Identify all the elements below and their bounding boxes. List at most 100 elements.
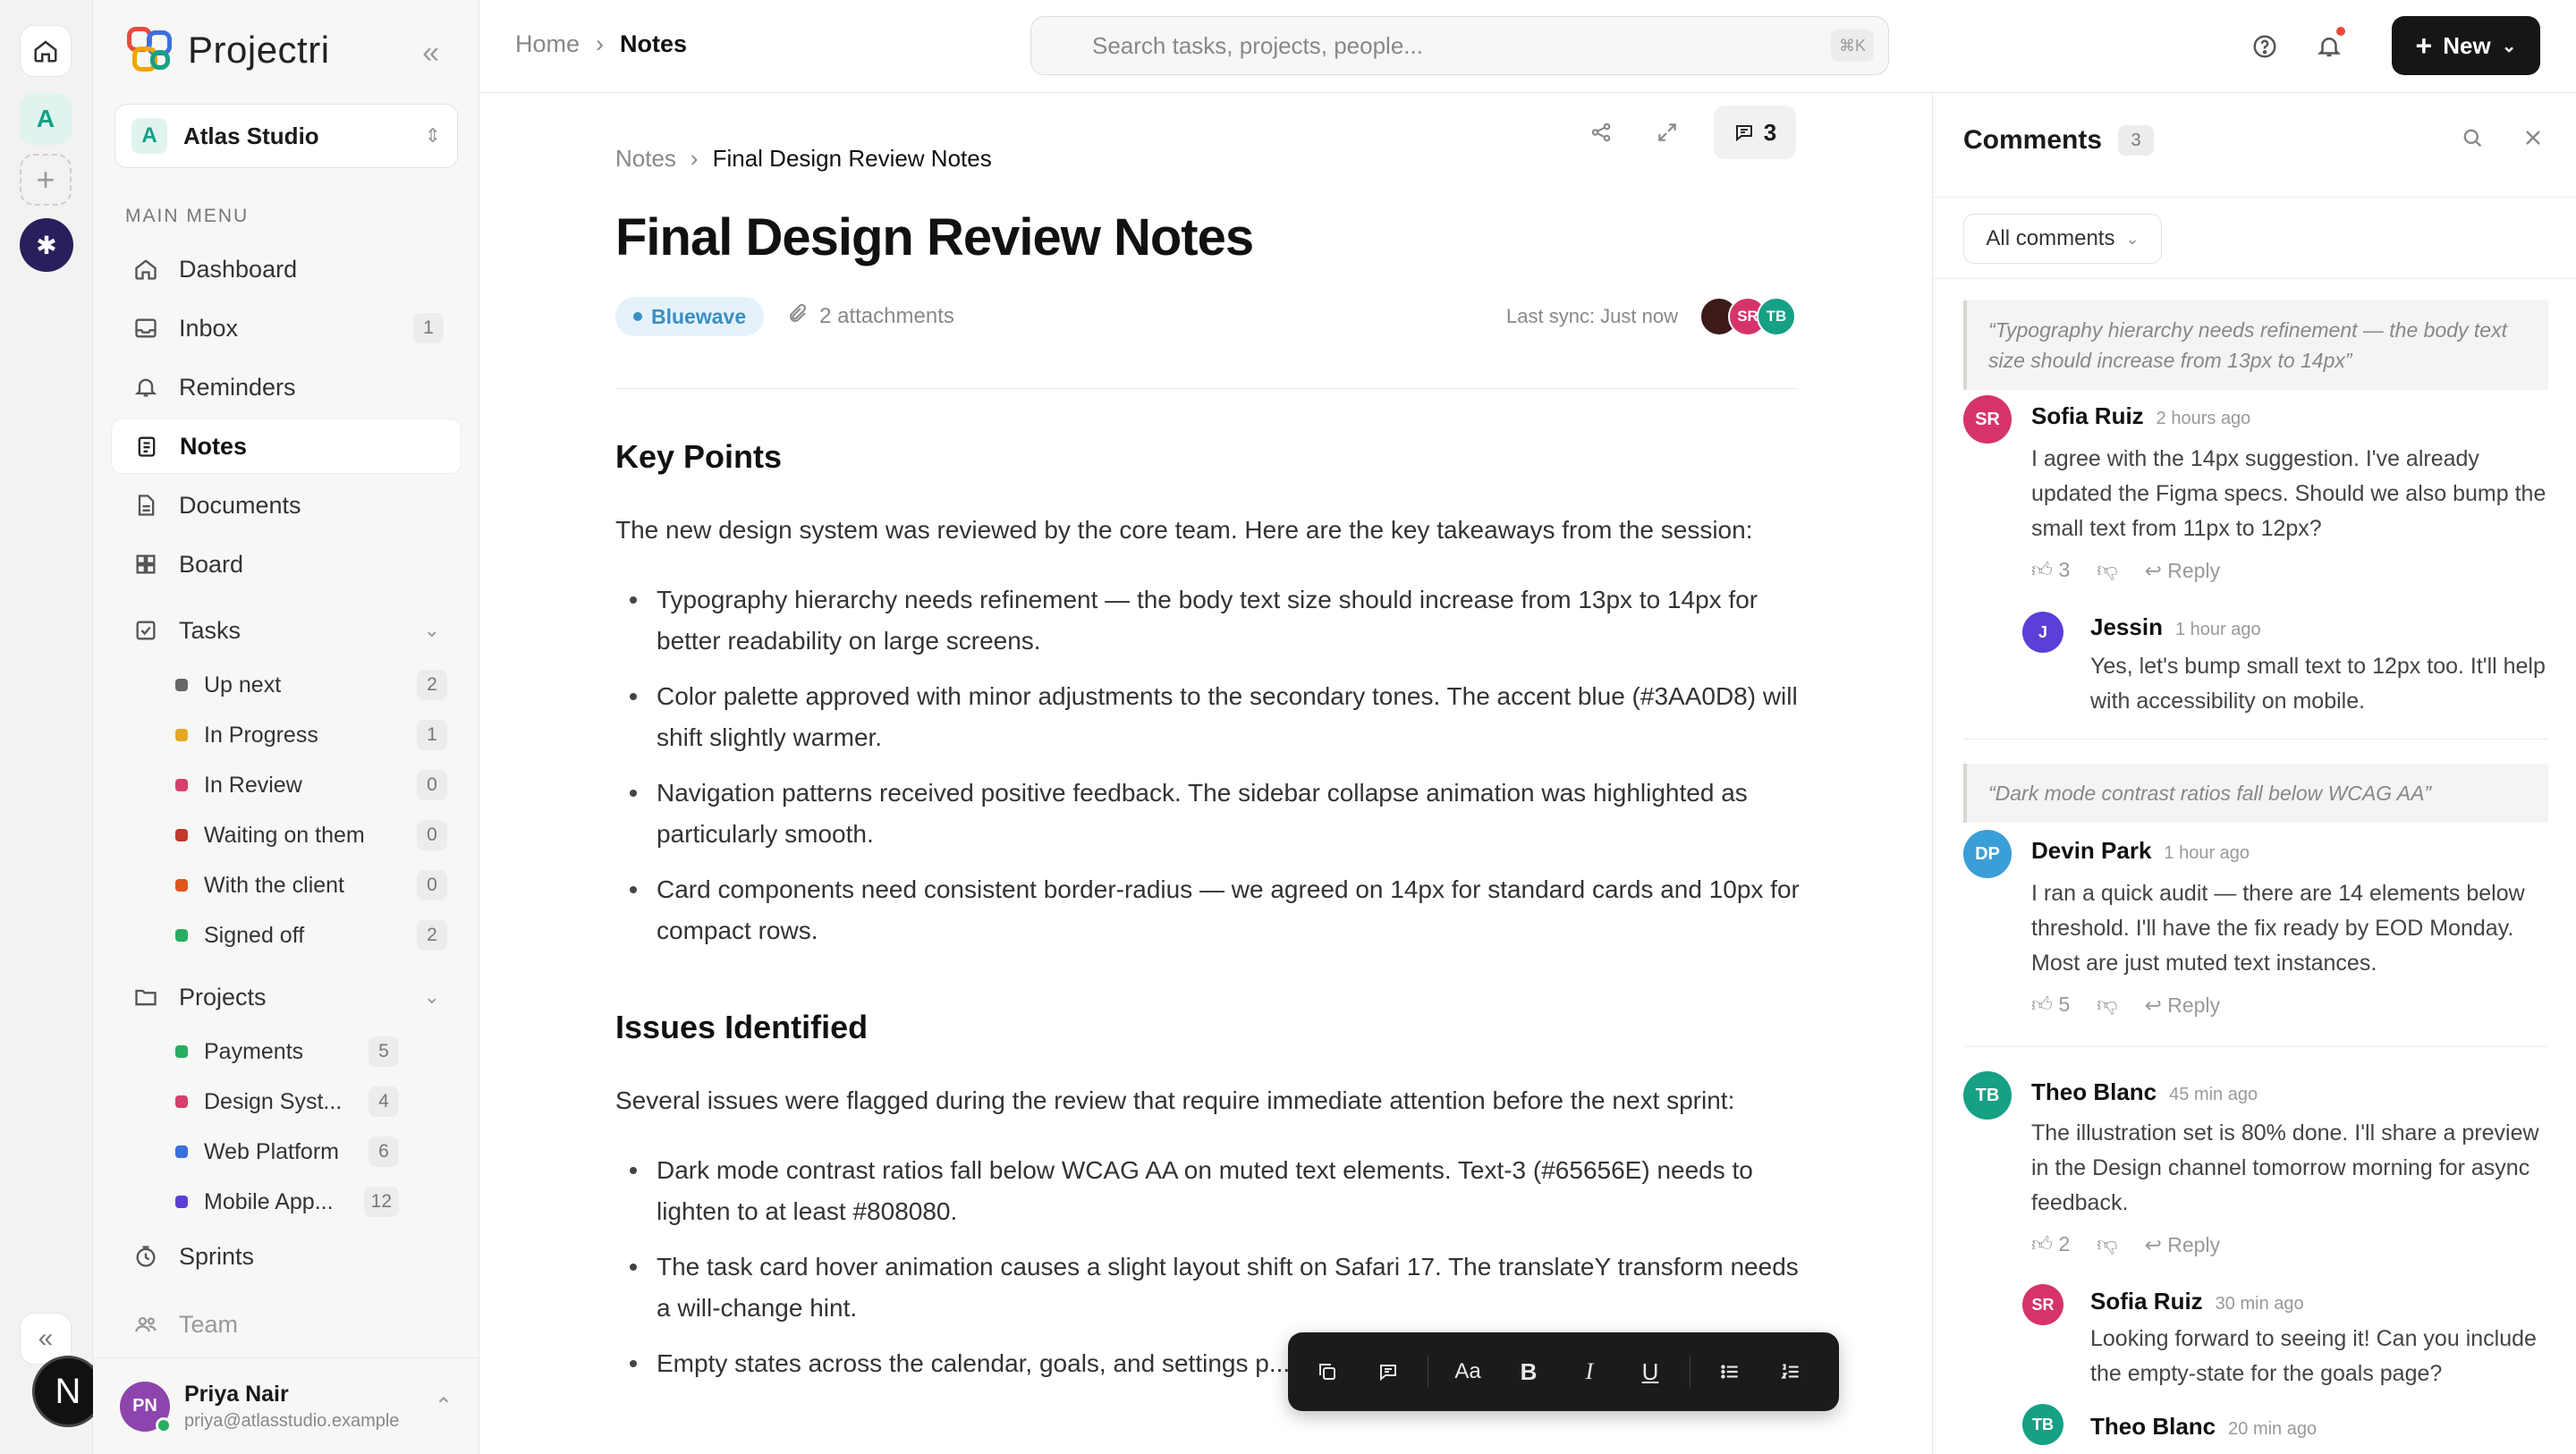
task-group-in-progress[interactable]: In Progress 1 (175, 712, 447, 758)
collaborator-avatars[interactable]: SR TB (1699, 297, 1796, 336)
search-input[interactable]: Search tasks, projects, people... ⌘K (1030, 16, 1889, 75)
dislike-icon[interactable]: 👎︎ (2097, 1232, 2118, 1255)
project-payments[interactable]: Payments 5 (175, 1028, 399, 1075)
task-group-count: 2 (417, 920, 447, 951)
bottom-app-badge[interactable]: N (32, 1356, 104, 1427)
task-group-label: In Review (204, 772, 302, 798)
sidebar-item-dashboard[interactable]: Dashboard (111, 241, 462, 297)
dislike-icon[interactable]: 👎︎ (2097, 993, 2118, 1016)
sidebar-item-inbox[interactable]: Inbox 1 (111, 300, 462, 356)
project-web-platform[interactable]: Web Platform 6 (175, 1129, 399, 1175)
like-button[interactable]: 👍︎ 2 (2031, 1232, 2071, 1255)
sidebar-item-documents[interactable]: Documents (111, 478, 462, 533)
reply-button[interactable]: ↩ Reply (2144, 993, 2221, 1017)
comment-count: 3 (1763, 118, 1777, 146)
attachments-link[interactable]: 2 attachments (787, 303, 954, 331)
workspace-selector[interactable]: A Atlas Studio ⇕ (114, 104, 458, 168)
sidebar-item-reminders[interactable]: Reminders (111, 359, 462, 415)
share-icon[interactable] (1581, 113, 1621, 152)
home-icon[interactable] (20, 25, 72, 77)
task-group-waiting[interactable]: Waiting on them 0 (175, 812, 447, 858)
comment-text: The illustration set is 80% done. I'll s… (2031, 1120, 2539, 1215)
like-button[interactable]: 👍︎ 5 (2031, 993, 2071, 1016)
notifications-icon[interactable] (2309, 27, 2349, 66)
comment-author-name: Sofia Ruiz (2090, 1288, 2203, 1315)
comment-time: 20 min ago (2228, 1419, 2318, 1439)
comment-author-name: Devin Park (2031, 837, 2152, 864)
sidebar-item-notes[interactable]: Notes (111, 418, 462, 474)
rail-collapse-icon[interactable]: « (20, 1313, 72, 1365)
underline-icon[interactable]: U (1641, 1357, 1659, 1385)
project-tag[interactable]: Bluewave (615, 297, 765, 336)
note-editor: 3 Notes › Final Design Review Notes Fina… (479, 93, 1932, 1454)
copy-icon[interactable] (1306, 1350, 1349, 1393)
comment-time: 1 hour ago (2164, 843, 2250, 863)
task-group-label: Waiting on them (204, 822, 365, 848)
task-group-in-review[interactable]: In Review 0 (175, 762, 447, 808)
list-item: Typography hierarchy needs refinement — … (630, 579, 1801, 662)
task-group-count: 0 (417, 820, 447, 850)
chevron-up-icon[interactable]: ⌃ (434, 1394, 453, 1418)
sidebar-item-sprints[interactable]: Sprints (111, 1229, 462, 1284)
section-heading: Issues Identified (615, 1009, 869, 1045)
dislike-icon[interactable]: 👎︎ (2097, 558, 2118, 581)
search-icon[interactable] (2460, 125, 2485, 157)
help-icon[interactable] (2245, 27, 2284, 66)
add-comment-icon[interactable] (1367, 1350, 1410, 1393)
breadcrumb-home[interactable]: Home (515, 30, 580, 57)
numbered-list-icon[interactable] (1769, 1350, 1812, 1393)
user-menu[interactable]: PN Priya Nair priya@atlasstudio.example … (93, 1357, 479, 1454)
close-icon[interactable] (2521, 125, 2546, 157)
comments-toggle-button[interactable]: 3 (1714, 106, 1796, 159)
workspace-switch-button[interactable]: A (20, 93, 72, 145)
reply-button[interactable]: ↩ Reply (2144, 1232, 2221, 1256)
sidebar-item-projects[interactable]: Projects ⌄ (111, 969, 462, 1025)
task-group-up-next[interactable]: Up next 2 (175, 662, 447, 708)
page-title[interactable]: Final Design Review Notes (615, 208, 1254, 266)
comments-filter-select[interactable]: All comments ⌄ (1963, 214, 2162, 264)
breadcrumb-parent[interactable]: Notes (615, 145, 676, 172)
comment-actions: 👍︎ 3 👎︎ ↩ Reply (2031, 558, 2220, 583)
tag-label: Bluewave (651, 304, 747, 328)
chevron-right-icon: › (690, 145, 699, 172)
top-bar: Home › Notes Search tasks, projects, peo… (479, 0, 2576, 93)
comment-author-name: Jessin (2090, 613, 2163, 640)
project-dot (175, 1196, 188, 1208)
text-style-icon[interactable]: Aa (1454, 1359, 1481, 1383)
breadcrumb: Home › Notes (515, 30, 687, 58)
sidebar-collapse-icon[interactable]: « (422, 36, 439, 70)
project-dot (175, 1045, 188, 1058)
comment-time: 1 hour ago (2174, 620, 2261, 639)
chevron-down-icon[interactable]: ⌄ (423, 985, 440, 1008)
breadcrumb-current: Final Design Review Notes (712, 145, 992, 172)
task-group-with-client[interactable]: With the client 0 (175, 862, 447, 909)
sidebar-item-label: Inbox (179, 314, 239, 342)
sidebar-item-label: Dashboard (179, 255, 298, 283)
task-group-label: In Progress (204, 722, 318, 748)
sidebar-item-label: Reminders (179, 373, 296, 401)
folder-icon (132, 984, 159, 1010)
like-button[interactable]: 👍︎ 3 (2031, 558, 2071, 581)
italic-icon[interactable]: I (1585, 1358, 1594, 1384)
task-group-signed-off[interactable]: Signed off 2 (175, 912, 447, 959)
comment-text: Looking forward to seeing it! Can you in… (2090, 1326, 2537, 1386)
expand-icon[interactable] (1648, 113, 1687, 152)
chevron-down-icon[interactable]: ⌄ (423, 619, 440, 641)
org-logo-icon[interactable]: ✱ (20, 218, 73, 272)
sidebar-item-board[interactable]: Board (111, 537, 462, 592)
sidebar-item-team[interactable]: Team (111, 1297, 462, 1352)
avatar-initials: PN (132, 1396, 157, 1416)
new-button[interactable]: + New ⌄ (2392, 16, 2540, 75)
reply-button[interactable]: ↩ Reply (2144, 558, 2221, 582)
divider (1963, 739, 2548, 740)
tag-dot (633, 312, 642, 321)
bullet-list-icon[interactable] (1708, 1350, 1751, 1393)
bold-icon[interactable]: B (1520, 1357, 1538, 1385)
sidebar-item-tasks[interactable]: Tasks ⌄ (111, 603, 462, 658)
list-item: The task card hover animation causes a s… (630, 1247, 1801, 1329)
project-mobile-app[interactable]: Mobile App... 12 (175, 1179, 399, 1225)
project-label: Payments (204, 1038, 304, 1064)
add-workspace-button[interactable]: + (20, 154, 72, 206)
comment-icon (1735, 125, 1752, 142)
project-design-system[interactable]: Design Syst... 4 (175, 1078, 399, 1125)
